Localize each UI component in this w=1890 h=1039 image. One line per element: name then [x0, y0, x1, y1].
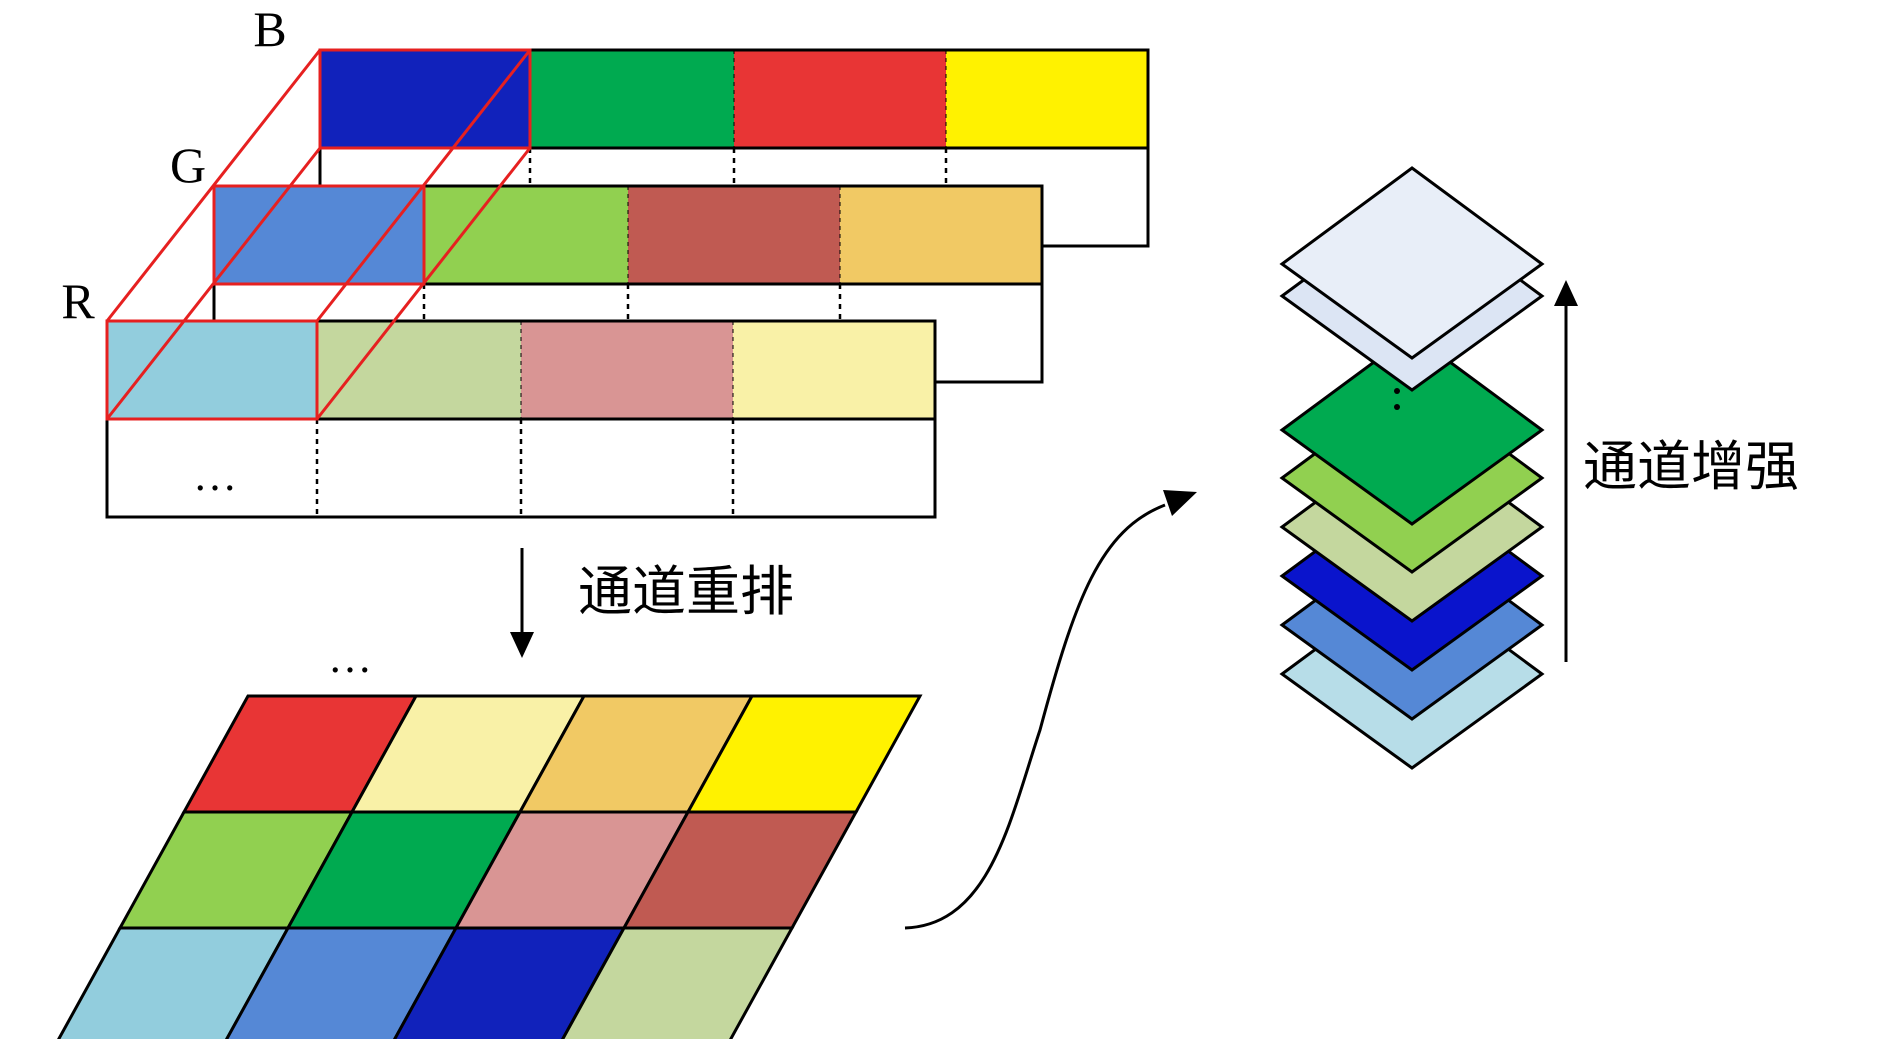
- curved-arrow-icon: [904, 490, 1197, 930]
- channel-row-b: [318, 48, 1150, 248]
- channel-g-label: G: [170, 137, 206, 193]
- highlight-face-1: [212, 184, 426, 286]
- channel-r-label: R: [61, 273, 95, 329]
- rearrange-label: 通道重排: [578, 560, 794, 623]
- enhance-label: 通道增强: [1583, 435, 1799, 498]
- cell-g-0: [214, 186, 424, 284]
- enhanced-layer-stack: [1279, 166, 1545, 770]
- cell-b-3: [946, 50, 1148, 148]
- layer-dot-2: [1394, 404, 1400, 410]
- channel-b-label: B: [253, 1, 286, 57]
- channel-row-r: [105, 319, 937, 519]
- cell-r-0: [107, 321, 317, 419]
- grid-cell-2-0: [57, 926, 291, 1039]
- cell-g-1: [424, 186, 628, 284]
- row-r-lower-frame: [105, 419, 937, 519]
- up-arrow-icon: [1554, 280, 1578, 662]
- down-arrow-icon: [510, 548, 534, 658]
- highlight-edge-bl: [105, 147, 322, 420]
- grid-ellipsis: …: [328, 633, 372, 682]
- layer-dot-1: [1394, 388, 1400, 394]
- layer-top-upper: [1279, 166, 1545, 360]
- layer-5: [1279, 332, 1545, 526]
- highlight-edge-tl: [105, 49, 322, 322]
- highlight-face-0: [318, 48, 532, 150]
- grid-cell-2-3: [561, 926, 795, 1039]
- highlight-edge-tr: [315, 49, 532, 322]
- cell-r-3: [733, 321, 935, 419]
- stack-ellipsis: …: [193, 451, 237, 500]
- cell-r-1: [317, 321, 521, 419]
- cell-b-1: [530, 50, 734, 148]
- cell-g-2: [628, 186, 840, 284]
- highlight-edge-br: [315, 147, 532, 420]
- grid-cell-2-1: [225, 926, 459, 1039]
- channel-stack: [105, 48, 1150, 519]
- rearranged-grid: [57, 694, 923, 1039]
- highlight-prism: [105, 48, 532, 421]
- grid-cell-2-2: [393, 926, 627, 1039]
- cell-r-2: [521, 321, 733, 419]
- cell-b-0: [320, 50, 530, 148]
- cell-g-3: [840, 186, 1042, 284]
- cell-b-2: [734, 50, 946, 148]
- highlight-face-2: [105, 319, 319, 421]
